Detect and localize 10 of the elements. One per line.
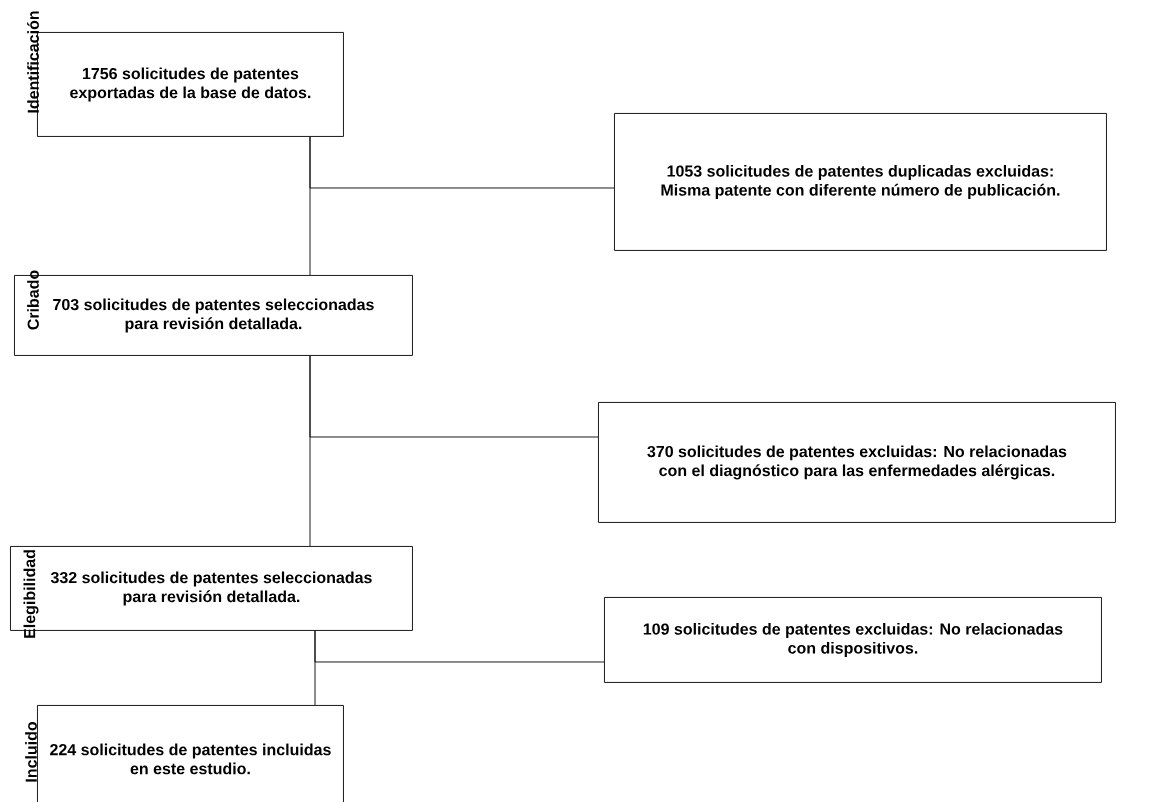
connector-line xyxy=(309,136,615,189)
process-box: 370 solicitudes de patentes excluidas: No relacionadas con el diagnóstico para las enfermedades alérgicas. xyxy=(598,402,1116,523)
stage-label: Cribado xyxy=(27,270,39,330)
process-box: 109 solicitudes de patentes excluidas: No relacionadas con dispositivos. xyxy=(604,597,1102,683)
connector-line xyxy=(314,630,605,663)
stage-label: Identificación xyxy=(27,11,39,113)
process-box: 1053 solicitudes de patentes duplicadas excluidas: Misma patente con diferente número de publicación. xyxy=(614,113,1107,251)
process-box: 224 solicitudes de patentes incluidas en este estudio. xyxy=(37,705,344,802)
stage-label: Elegibilidad xyxy=(23,550,39,638)
connector-line xyxy=(309,355,599,438)
